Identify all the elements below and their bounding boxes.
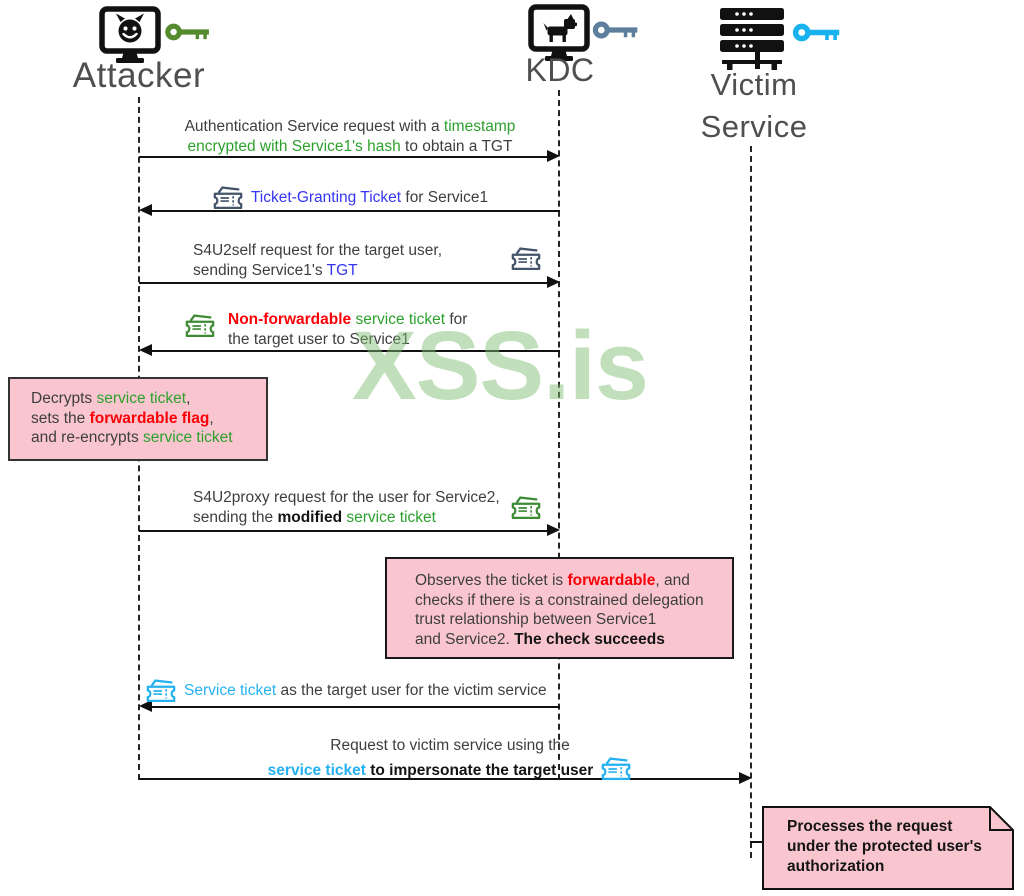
kdc-computer-dog-icon	[527, 4, 591, 64]
ticket-icon	[510, 495, 542, 520]
kdc-lifeline	[558, 90, 560, 780]
actor-label-victim-service: Victim Service	[700, 67, 808, 144]
ticket-icon	[212, 185, 244, 210]
victim-server-icon	[716, 6, 788, 72]
ticket-icon	[600, 756, 632, 781]
ticket-icon	[145, 678, 177, 703]
message-tgt-response: Ticket-Granting Ticket for Service1	[150, 185, 550, 210]
note-modify-ticket: Decrypts service ticket, sets the forwar…	[8, 377, 268, 461]
kdc-key-icon	[592, 18, 639, 42]
arrow-auth-request	[139, 149, 560, 162]
note-connector	[750, 841, 763, 843]
actor-label-kdc: KDC	[525, 52, 595, 88]
note-process-request: Processes the request under the protecte…	[762, 806, 1014, 890]
arrow-tgt-response	[139, 203, 560, 216]
message-victim-request: Request to victim service using the serv…	[235, 736, 665, 781]
note-shape	[762, 806, 1014, 890]
note-kdc-check: Observes the ticket is forwardable, and …	[385, 557, 734, 659]
ticket-icon	[184, 313, 216, 338]
actor-label-attacker: Attacker	[72, 56, 206, 95]
message-s4u2proxy: S4U2proxy request for the user for Servi…	[193, 488, 538, 528]
arrow-nonforwardable-response	[139, 343, 560, 356]
victim-key-icon	[792, 20, 841, 45]
arrow-s4u2self-request	[139, 275, 560, 288]
arrow-victim-request	[139, 771, 752, 784]
attacker-key-icon	[165, 20, 210, 44]
message-auth-request: Authentication Service request with a ti…	[184, 118, 516, 155]
message-nonforwardable: Non-forwardable service ticket for the t…	[228, 310, 528, 350]
arrow-s4u2proxy-request	[139, 523, 560, 536]
message-service-ticket-response: Service ticket as the target user for th…	[145, 678, 547, 703]
message-s4u2self: S4U2self request for the target user, se…	[193, 241, 538, 281]
arrow-service-ticket-response	[139, 699, 560, 712]
victim-lifeline	[750, 146, 752, 858]
attacker-computer-devil-icon	[98, 6, 162, 66]
ticket-icon	[510, 246, 542, 271]
